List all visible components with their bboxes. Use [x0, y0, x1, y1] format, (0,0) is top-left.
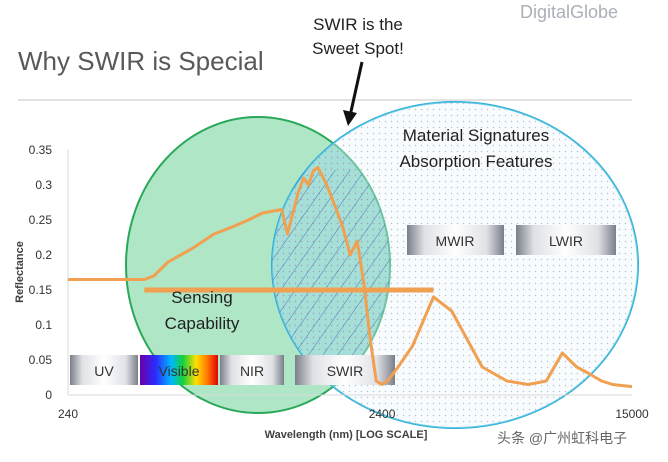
plot-area: [68, 166, 633, 389]
y-tick-label: 0.15: [29, 283, 53, 297]
slide-title: Why SWIR is Special: [18, 46, 264, 76]
callout-line-1: SWIR is the: [313, 15, 403, 34]
x-tick-label: 2400: [369, 407, 396, 421]
x-tick-label: 15000: [615, 407, 649, 421]
band-swir-label: SWIR: [327, 363, 364, 379]
band-lwir-label: LWIR: [549, 233, 583, 249]
x-tick-label: 240: [58, 407, 78, 421]
band-mwir-label: MWIR: [436, 233, 475, 249]
y-tick-label: 0.05: [29, 353, 53, 367]
watermark: 头条 @广州虹科电子: [497, 430, 627, 446]
y-tick-label: 0.2: [35, 248, 52, 262]
sensing-line-2: Capability: [165, 314, 240, 333]
callout-line-2: Sweet Spot!: [312, 39, 404, 58]
callout-arrowhead: [343, 110, 357, 126]
band-nir-box: [220, 355, 284, 385]
band-uv-label: UV: [94, 363, 114, 379]
band-swir-box: [295, 355, 395, 385]
y-tick-label: 0.1: [35, 318, 52, 332]
x-axis-label: Wavelength (nm) [LOG SCALE]: [265, 429, 428, 441]
y-tick-label: 0: [45, 388, 52, 402]
y-tick-label: 0.25: [29, 213, 53, 227]
band-uv-box: [70, 355, 138, 385]
material-line-2: Absorption Features: [399, 152, 552, 171]
band-mwir-box: [407, 225, 504, 255]
band-visible-box: [140, 355, 218, 385]
x-tick-labels: 240 2400 15000: [58, 407, 649, 421]
y-tick-label: 0.35: [29, 143, 53, 157]
band-nir-label: NIR: [240, 363, 264, 379]
y-tick-labels: 0.35 0.3 0.25 0.2 0.15 0.1 0.05 0: [29, 143, 53, 402]
callout-arrow: [348, 61, 364, 117]
material-line-1: Material Signatures: [403, 126, 549, 145]
reflectance-series-line: [68, 166, 633, 389]
brand-logo: DigitalGlobe: [520, 2, 618, 22]
band-lwir-box: [516, 225, 616, 255]
band-visible-label: Visible: [159, 363, 200, 379]
sensing-line-1: Sensing: [171, 288, 232, 307]
y-tick-label: 0.3: [35, 178, 52, 192]
y-axis-label: Reflectance: [14, 241, 26, 303]
